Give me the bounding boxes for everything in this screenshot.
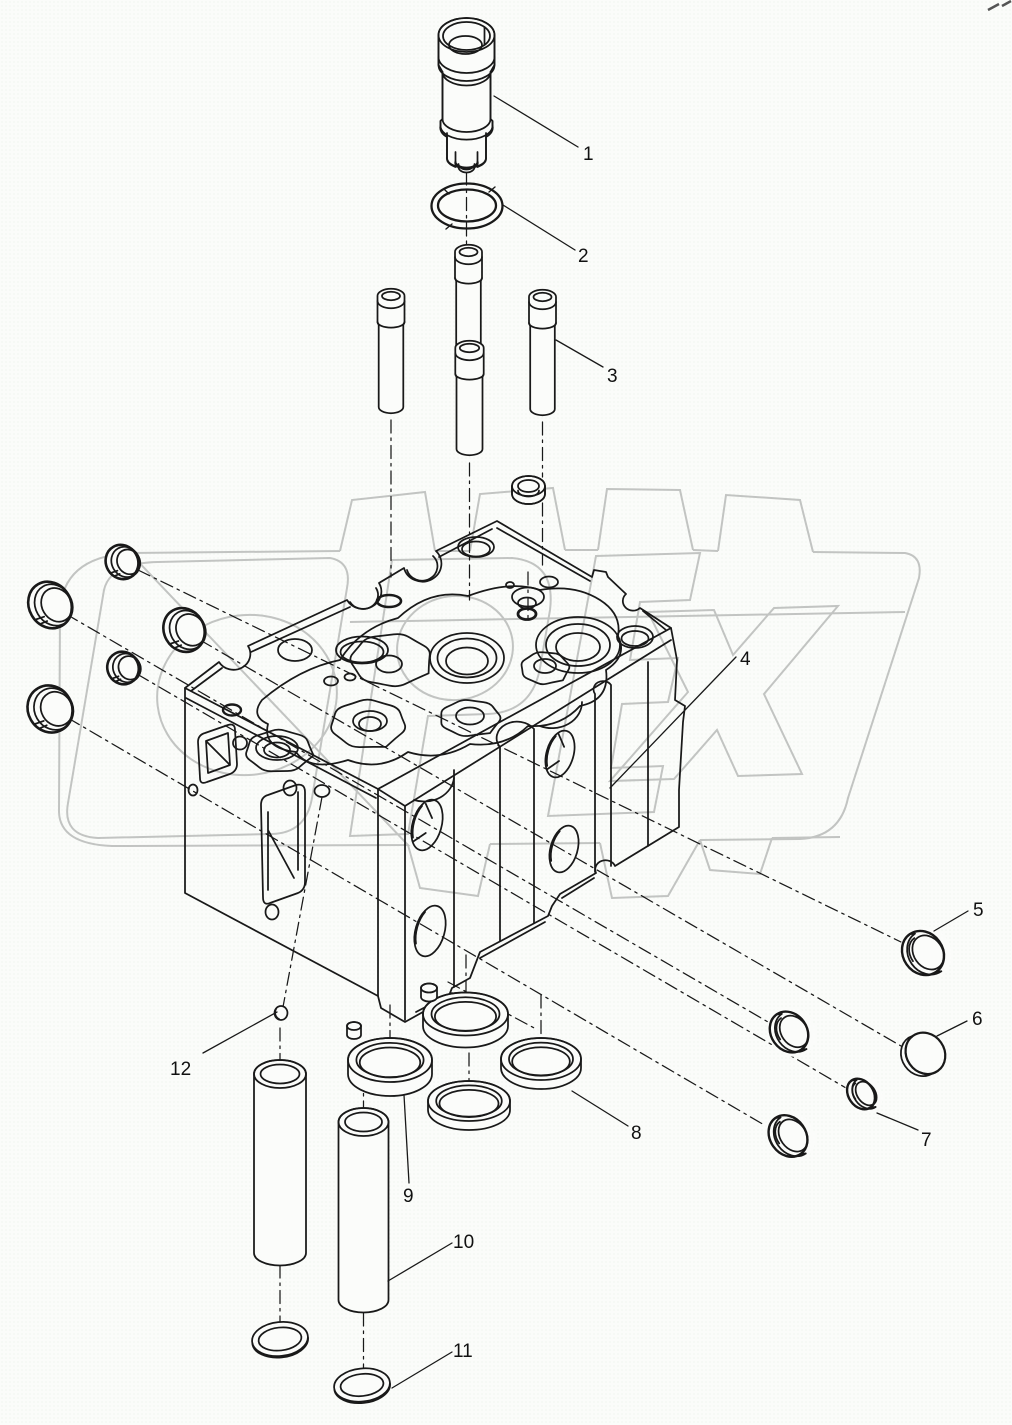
svg-text:3: 3 xyxy=(607,366,618,387)
svg-text:9: 9 xyxy=(403,1186,414,1207)
svg-text:1: 1 xyxy=(583,144,594,165)
svg-text:12: 12 xyxy=(170,1059,191,1080)
svg-text:10: 10 xyxy=(453,1232,474,1253)
svg-text:8: 8 xyxy=(631,1123,642,1144)
svg-text:11: 11 xyxy=(453,1341,473,1362)
svg-text:2: 2 xyxy=(578,246,589,267)
svg-text:4: 4 xyxy=(740,649,751,670)
svg-text:6: 6 xyxy=(972,1009,983,1030)
svg-text:5: 5 xyxy=(973,900,984,921)
svg-text:7: 7 xyxy=(921,1130,932,1151)
